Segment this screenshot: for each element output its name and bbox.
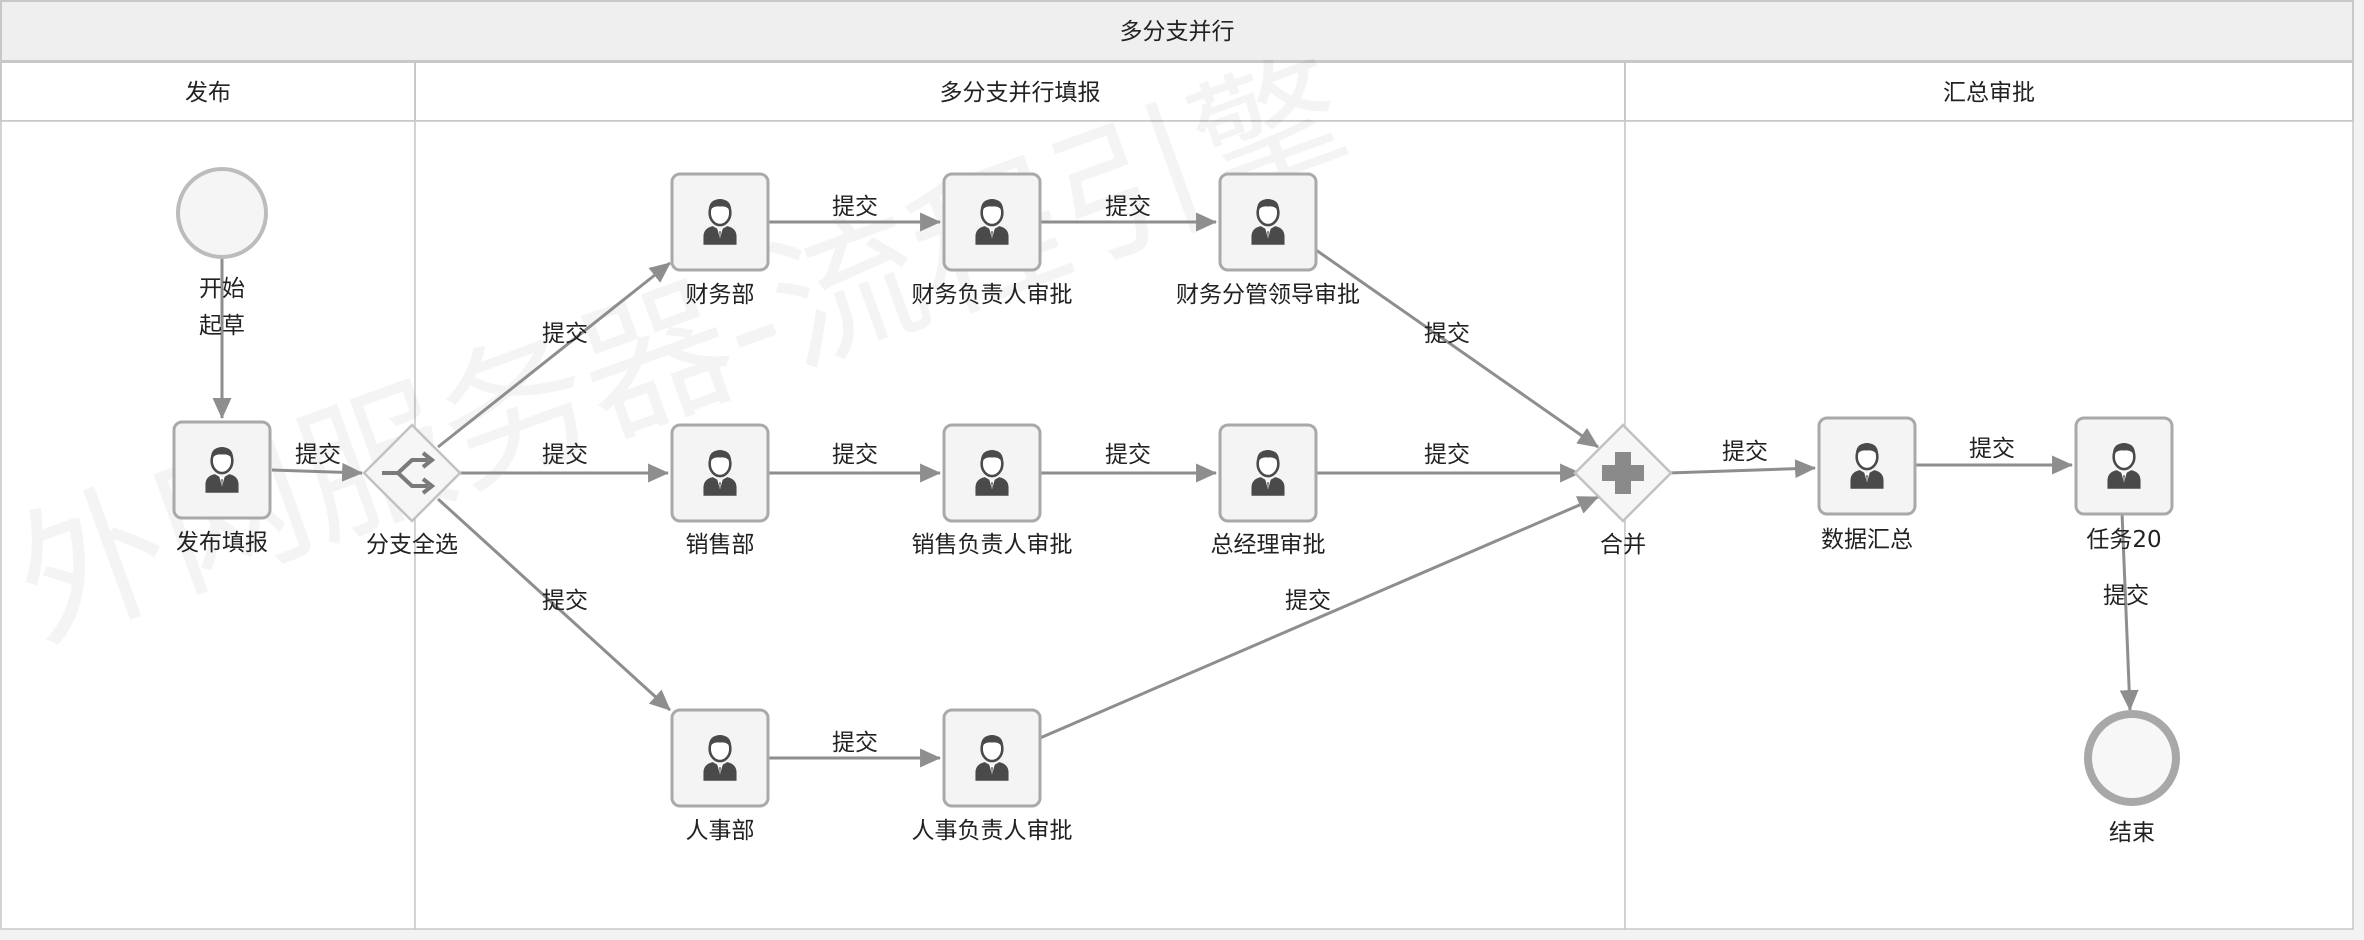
branch-gateway-icon <box>382 451 436 495</box>
edge-task20-end[interactable] <box>2119 511 2139 712</box>
parallel-gateway-icon <box>1602 452 1644 494</box>
edge-branch-finance[interactable] <box>437 261 671 449</box>
task-label: 财务负责人审批 <box>912 282 1073 308</box>
edge-label: 提交 <box>1424 321 1470 347</box>
task-label: 财务部 <box>686 282 755 308</box>
task-label: 人事负责人审批 <box>912 818 1073 844</box>
edge-label: 提交 <box>1105 442 1151 468</box>
start-event-label: 开始 <box>199 276 245 302</box>
edge-publish-branch[interactable] <box>271 462 364 482</box>
edge-branch-hr[interactable] <box>436 497 672 712</box>
task-label: 销售负责人审批 <box>912 532 1073 558</box>
edge-label: 提交 <box>542 588 588 614</box>
gateway-label: 合并 <box>1600 532 1646 558</box>
edge-label: 提交 <box>1969 436 2015 462</box>
edge-label: 提交 <box>295 442 341 468</box>
gateway-label: 分支全选 <box>366 532 458 558</box>
edge-label: 提交 <box>1285 588 1331 614</box>
end-event[interactable] <box>2084 710 2180 806</box>
gateway-merge[interactable]: 合并 <box>1573 423 1673 558</box>
task-hr-head[interactable]: 人事负责人审批 <box>912 708 1073 844</box>
task-sales-head[interactable]: 销售负责人审批 <box>912 423 1073 558</box>
edge-label: 提交 <box>1424 442 1470 468</box>
edge-label: 提交 <box>832 442 878 468</box>
task-label: 总经理审批 <box>1211 532 1326 558</box>
edge-label: 提交 <box>832 730 878 756</box>
start-event[interactable] <box>176 167 268 259</box>
task-hr[interactable]: 人事部 <box>670 708 770 844</box>
lane-summary <box>1624 120 2354 930</box>
lane-header-publish <box>0 61 416 122</box>
pool-title-bar <box>0 0 2354 62</box>
edge-label: 提交 <box>1722 439 1768 465</box>
task-label: 销售部 <box>686 532 755 558</box>
edge-leader-merge[interactable] <box>1315 248 1599 449</box>
task-publish-fill[interactable]: 发布填报 <box>172 420 272 556</box>
task-label: 任务20 <box>2086 527 2161 553</box>
task-task20[interactable]: 任务20 <box>2074 416 2174 553</box>
task-label: 财务分管领导审批 <box>1176 282 1360 308</box>
edge-label: 提交 <box>542 321 588 347</box>
edge-label: 提交 <box>2103 583 2149 609</box>
task-gm[interactable]: 总经理审批 <box>1211 423 1326 558</box>
task-finance-leader[interactable]: 财务分管领导审批 <box>1176 172 1360 308</box>
start-event-sublabel: 起草 <box>199 313 245 339</box>
task-label: 人事部 <box>686 818 755 844</box>
edge-label: 提交 <box>542 442 588 468</box>
edge-merge-summary[interactable] <box>1667 459 1817 479</box>
lane-title-parallel: 多分支并行填报 <box>940 80 1101 106</box>
end-event-label: 结束 <box>2109 820 2155 846</box>
lane-header-parallel <box>414 61 1626 122</box>
task-sales[interactable]: 销售部 <box>670 423 770 558</box>
task-label: 数据汇总 <box>1821 527 1913 553</box>
task-data-summary[interactable]: 数据汇总 <box>1817 416 1917 553</box>
gateway-branch-all[interactable]: 分支全选 <box>362 423 462 558</box>
edge-label: 提交 <box>832 194 878 220</box>
edge-label: 提交 <box>1105 194 1151 220</box>
pool-title: 多分支并行 <box>1120 19 1235 45</box>
task-finance-head[interactable]: 财务负责人审批 <box>912 172 1073 308</box>
task-finance[interactable]: 财务部 <box>670 172 770 308</box>
lane-title-summary: 汇总审批 <box>1943 80 2035 106</box>
edges: 提交 提交 提交 提交 提交 提交 提交 提交 提交 提交 提交 提交 提交 提… <box>212 194 2149 768</box>
edge-hrhead-merge[interactable] <box>1039 495 1599 740</box>
gateway-diamond <box>362 423 462 523</box>
lane-title-publish: 发布 <box>185 80 231 106</box>
task-label: 发布填报 <box>176 530 268 556</box>
